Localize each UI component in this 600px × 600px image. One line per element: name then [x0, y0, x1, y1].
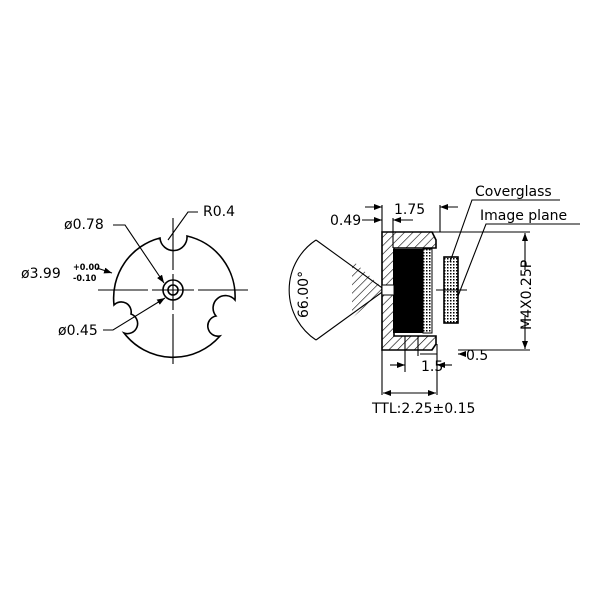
aperture-outer-circle [162, 279, 184, 301]
ir-filter [422, 248, 433, 334]
d078-leader [113, 224, 165, 284]
outer-diameter-label: ø3.99 [21, 266, 61, 282]
fov-label: 66.00° [296, 271, 312, 318]
coverglass-leader [449, 199, 560, 263]
fov-cone-hatch [352, 260, 385, 318]
fov-arc [288, 239, 317, 341]
inner-diameter-label: ø0.78 [64, 217, 104, 233]
aperture-inner-circle [167, 284, 179, 296]
coverglass-label: Coverglass [475, 184, 552, 200]
lens-element [393, 249, 423, 333]
d399-leader [96, 267, 113, 274]
lens-outline [112, 234, 236, 359]
back-offset-label: 0.5 [466, 348, 488, 364]
radius-label: R0.4 [203, 204, 235, 220]
outer-tolerance-upper: +0.00 [73, 263, 100, 273]
aperture-notch [381, 284, 395, 296]
fov-ray-top [315, 239, 386, 291]
flange-label: 1.5 [421, 359, 443, 375]
front-offset-label: 0.49 [330, 213, 361, 229]
side-view: 66.00° 0.49 1.75 Coverglass Image plane [288, 184, 580, 417]
ttl-label: TTL:2.25±0.15 [371, 401, 475, 417]
outer-tolerance-lower: -0.10 [73, 274, 97, 284]
fov-ray-bottom [315, 289, 386, 341]
body-length-label: 1.75 [394, 202, 425, 218]
thread-label: M4X0.25P [519, 260, 535, 330]
front-view: R0.4 ø0.78 ø3.99 +0.00 -0.10 ø0.45 [21, 204, 248, 364]
image-plane-label: Image plane [480, 208, 567, 224]
r04-leader [167, 211, 198, 241]
image-plane-leader [457, 223, 580, 297]
aperture-diameter-label: ø0.45 [58, 323, 98, 339]
d045-leader [103, 297, 166, 331]
